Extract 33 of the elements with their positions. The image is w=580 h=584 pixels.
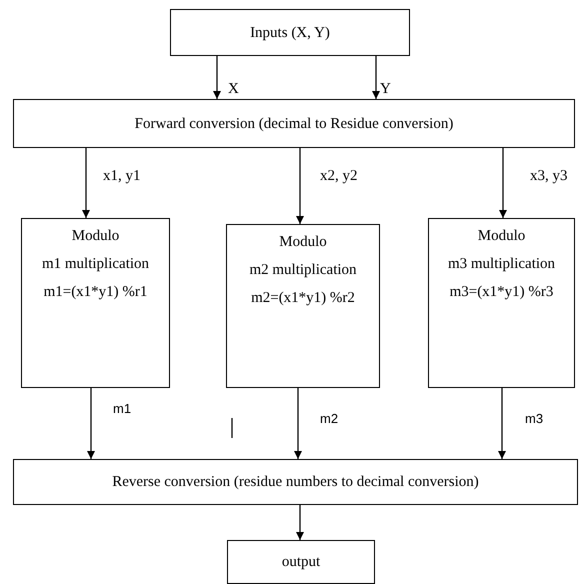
arrow: [296, 505, 304, 540]
box-text: Forward conversion (decimal to Residue conversion): [134, 114, 454, 132]
arrow: [87, 388, 95, 459]
box-text: m2=(x1*y1) %r2: [251, 289, 355, 307]
arrow: [294, 388, 302, 459]
process-box: [428, 218, 575, 388]
box-text: Inputs (X, Y): [250, 24, 330, 42]
process-box: [226, 224, 380, 388]
box-text: Reverse conversion (residue numbers to decimal conversion): [112, 473, 479, 491]
edge-label: m3: [525, 412, 544, 426]
box-text: output: [282, 553, 320, 571]
edge-label: x2, y2: [320, 168, 358, 184]
process-box: [13, 459, 578, 505]
process-box: [170, 9, 410, 56]
arrow: [213, 56, 221, 99]
arrow: [82, 148, 90, 218]
edge-label: x3, y3: [530, 168, 568, 184]
arrow: [498, 388, 506, 459]
box-heading: Modulo: [478, 227, 526, 245]
process-box: [13, 99, 575, 148]
box-text: m3 multiplication: [448, 255, 556, 273]
box-heading: Modulo: [279, 233, 327, 251]
box-text: m2 multiplication: [249, 261, 357, 279]
arrow: [296, 148, 304, 224]
box-text: m3=(x1*y1) %r3: [450, 283, 554, 301]
box-text: m1=(x1*y1) %r1: [44, 283, 148, 301]
arrow: [372, 56, 380, 99]
box-heading: Modulo: [72, 227, 120, 245]
box-text: m1 multiplication: [42, 255, 150, 273]
process-box: [21, 218, 170, 388]
process-box: [227, 540, 375, 584]
edge-label: x1, y1: [103, 168, 140, 184]
arrow: [499, 148, 507, 218]
